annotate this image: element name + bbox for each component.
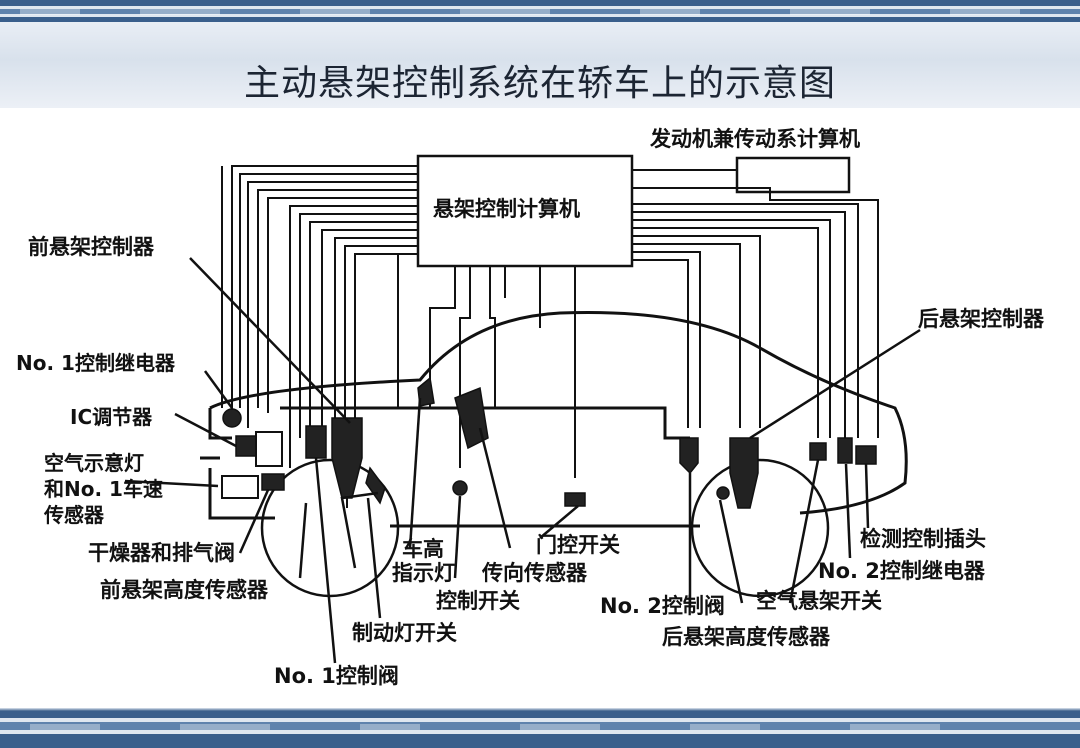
- front-strut: [331, 417, 363, 499]
- label-air-indicator-3: 传感器: [43, 503, 105, 527]
- label-air-indicator-2: 和No. 1车速: [44, 477, 163, 501]
- left-wire-bundle: [221, 165, 418, 468]
- header-band: [0, 0, 1080, 108]
- rear-height-sensor-part: [716, 486, 730, 500]
- engine-computer-box: [735, 156, 851, 194]
- label-no2-valve: No. 2控制阀: [600, 594, 725, 618]
- label-control-switch: 控制开关: [436, 589, 520, 613]
- check-connector-part: [855, 445, 877, 465]
- label-front-controller: 前悬架控制器: [28, 235, 155, 259]
- label-air-indicator-1: 空气示意灯: [44, 451, 144, 475]
- suspension-computer-box: [416, 154, 634, 268]
- no1-valve-part: [305, 425, 327, 459]
- label-no1-relay: No. 1控制继电器: [16, 351, 176, 375]
- rear-strut: [729, 437, 759, 509]
- label-vehicle-height-1: 车高: [402, 537, 444, 561]
- label-steering-sensor: 传向传感器: [481, 561, 588, 585]
- rear-wheel: [690, 458, 830, 598]
- no1-relay-part: [222, 408, 242, 428]
- door-switch-part: [564, 492, 586, 507]
- label-ic-regulator: IC调节器: [70, 405, 153, 429]
- leader-lines: [124, 257, 921, 664]
- footer-band: [0, 708, 1080, 748]
- label-suspension-computer: 悬架控制计算机: [433, 197, 580, 221]
- label-rear-controller: 后悬架控制器: [918, 307, 1045, 331]
- label-air-susp-switch: 空气悬架开关: [756, 589, 882, 613]
- components: [221, 376, 877, 509]
- page-title: 主动悬架控制系统在轿车上的示意图: [243, 63, 836, 104]
- ic-regulator-part: [235, 435, 257, 457]
- front-height-sensor-part: [365, 466, 386, 505]
- label-brake-switch: 制动灯开关: [352, 621, 457, 645]
- suspension-diagram: 发动机兼传动系计算机 悬架控制计算机: [16, 127, 1045, 688]
- label-rear-height-sensor: 后悬架高度传感器: [662, 625, 831, 649]
- air-susp-switch-part: [809, 442, 827, 461]
- dryer-part: [261, 473, 285, 491]
- bottom-wire-bundle: [397, 253, 576, 478]
- label-door-switch: 门控开关: [536, 533, 620, 557]
- label-front-height-sensor: 前悬架高度传感器: [100, 578, 269, 602]
- no2-valve-part: [679, 437, 699, 475]
- no2-relay-part: [837, 437, 853, 464]
- right-wire-bundle: [632, 169, 879, 438]
- steering-part: [454, 386, 489, 450]
- label-engine-computer: 发动机兼传动系计算机: [649, 127, 860, 151]
- label-no2-relay: No. 2控制继电器: [818, 559, 986, 583]
- label-check-connector: 检测控制插头: [860, 527, 986, 551]
- label-no1-valve: No. 1控制阀: [274, 664, 399, 688]
- label-vehicle-height-2: 指示灯: [392, 561, 455, 585]
- brake-switch-part: [452, 480, 468, 496]
- label-dryer-exhaust: 干燥器和排气阀: [88, 541, 235, 565]
